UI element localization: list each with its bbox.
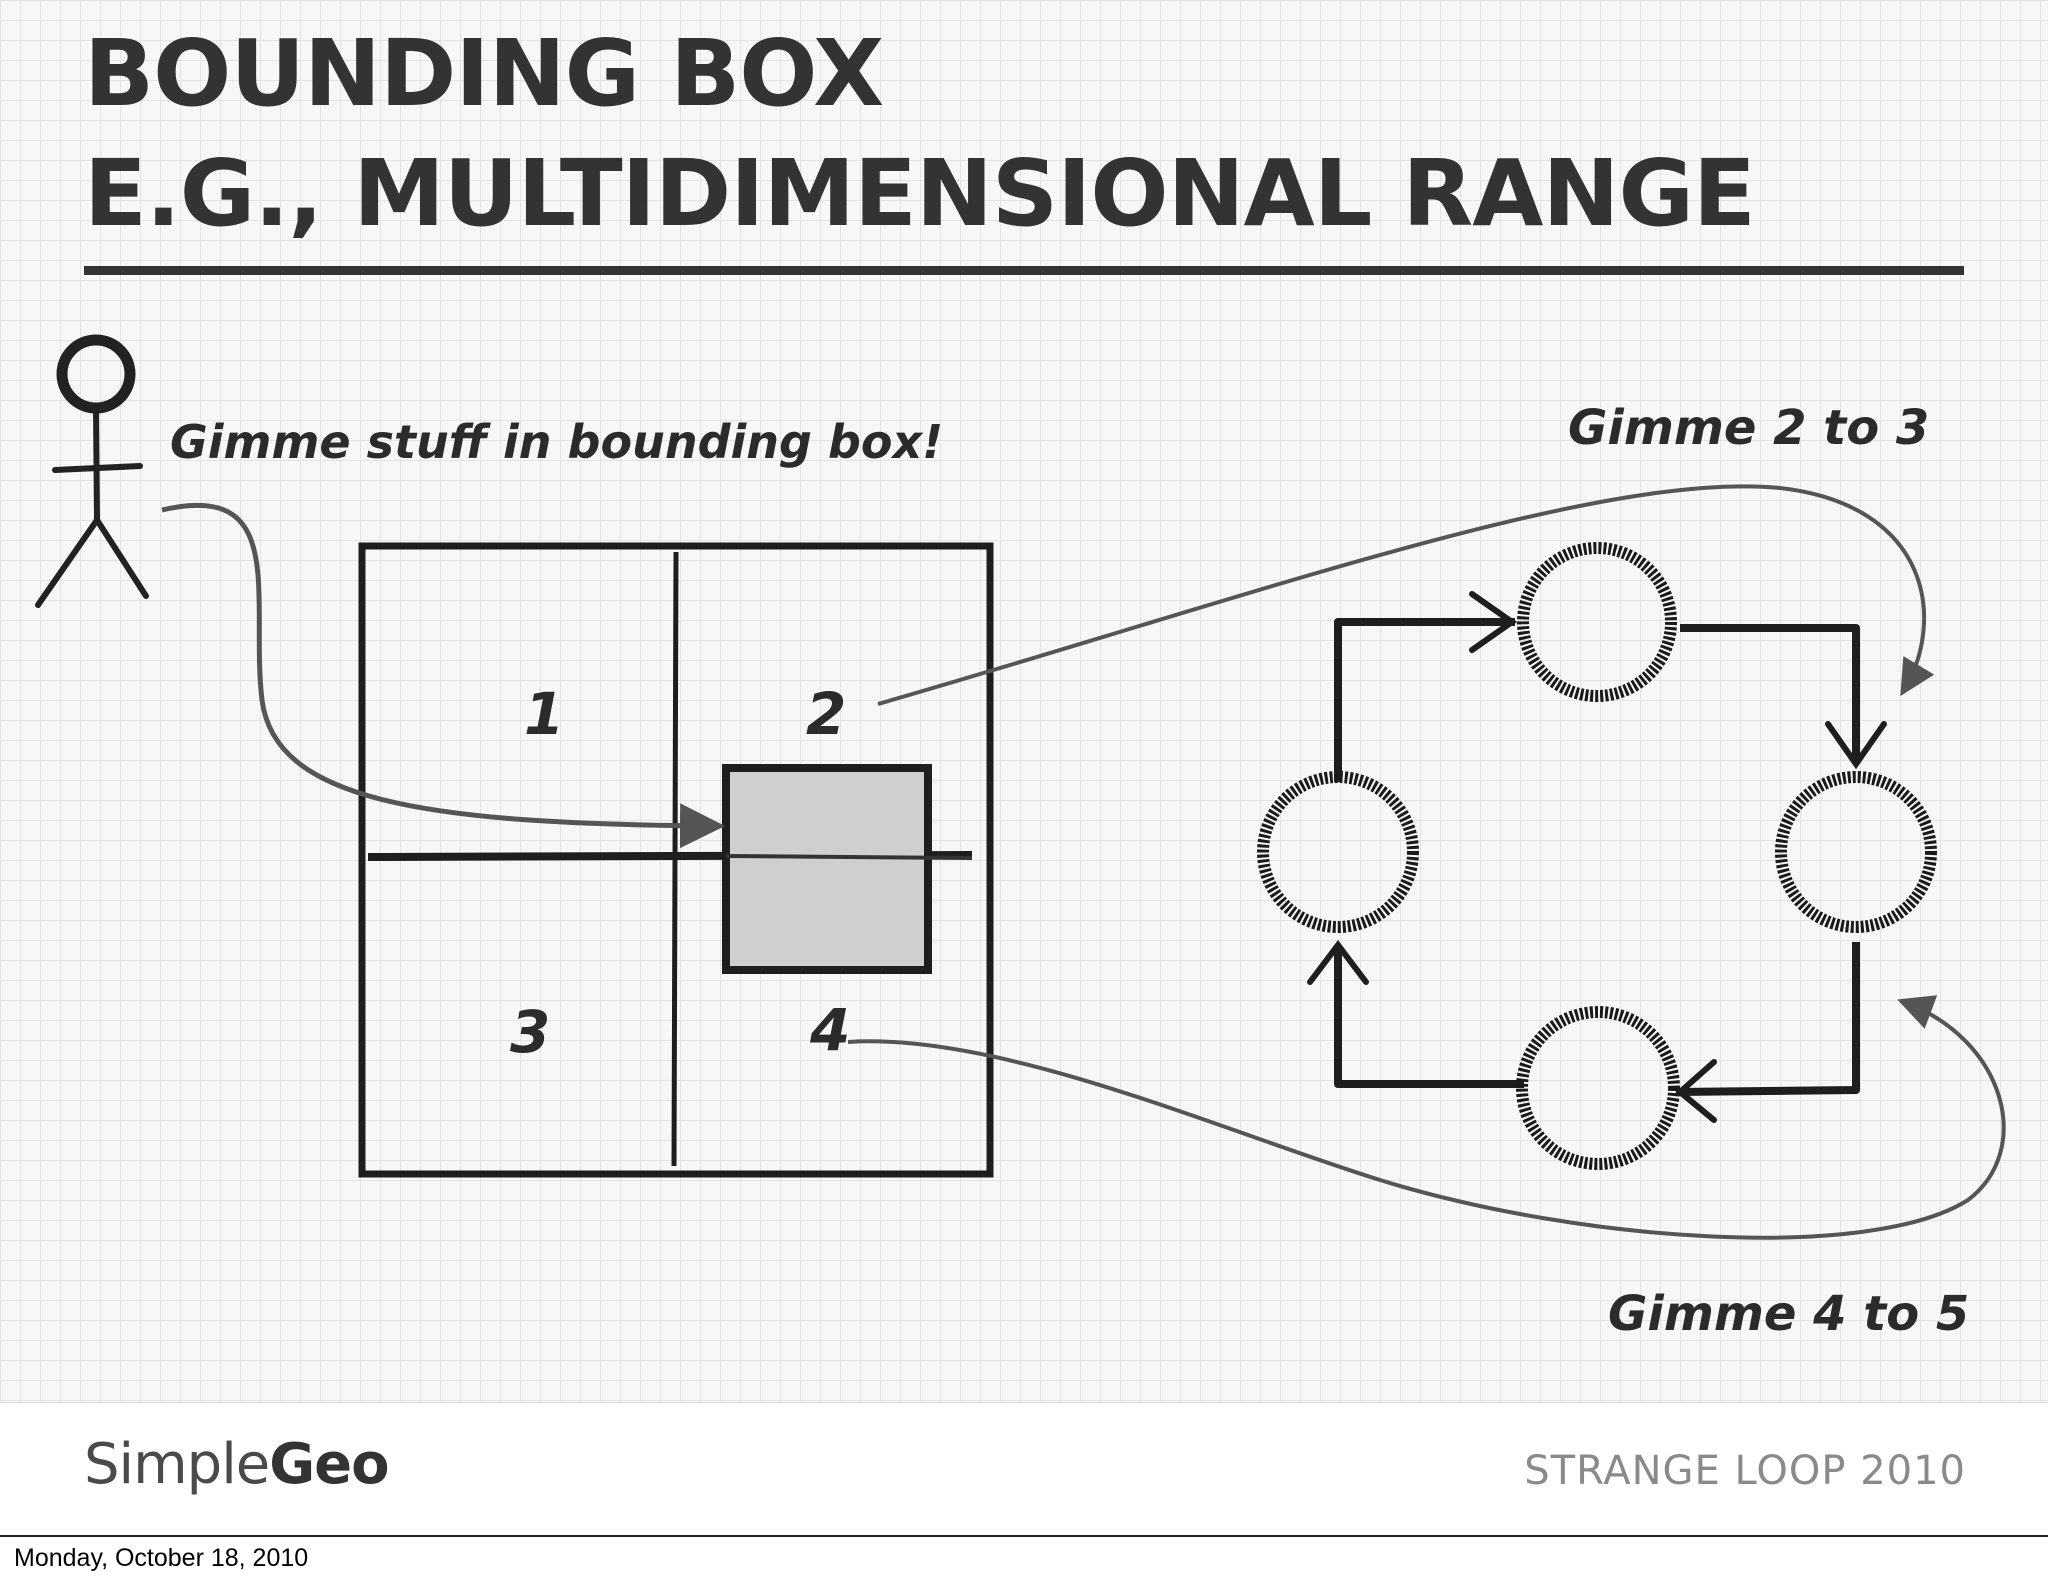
conference-label: STRANGE LOOP 2010 [1524,1448,1966,1494]
title-rule [84,266,1964,275]
split-line-overlay [725,854,973,860]
query-arrow [161,502,725,849]
stick-figure-icon [35,334,149,608]
simplegeo-logo: SimpleGeo [84,1432,390,1497]
logo-prefix: Simple [84,1432,270,1497]
ring-edges [1334,618,1860,1096]
logo-bold: Geo [269,1432,389,1497]
quadrant-1-label: 1 [524,680,564,748]
range-2-3-label: Gimme 2 to 3 [1568,400,1929,456]
quadrant-4-label: 4 [809,996,850,1064]
ring-nodes [1257,542,1937,1170]
diagram: Gimme stuff in bounding box! Gimme 2 to … [35,334,2006,1342]
ring-node-icon [1516,1006,1680,1170]
range-4-5-label: Gimme 4 to 5 [1608,1286,1969,1342]
range-2-3-arrow [877,484,1935,706]
date-stamp: Monday, October 18, 2010 [14,1544,309,1572]
footer-band [0,1402,2048,1537]
ring-node-icon [1517,542,1677,702]
quadrant-3-label: 3 [510,998,550,1066]
ring-node-icon [1257,771,1419,933]
slide-background [0,0,2048,1402]
bounding-box-highlight [722,764,932,974]
ring-node-icon [1775,771,1937,933]
range-4-5-arrow [847,995,2006,1240]
quadrant-2-label: 2 [806,680,846,748]
title-line-2: E.G., MULTIDIMENSIONAL RANGE [84,140,1756,247]
query-label: Gimme stuff in bounding box! [170,415,943,469]
ring-arrowheads [1307,591,1887,1123]
title-line-1: BOUNDING BOX [84,20,884,127]
